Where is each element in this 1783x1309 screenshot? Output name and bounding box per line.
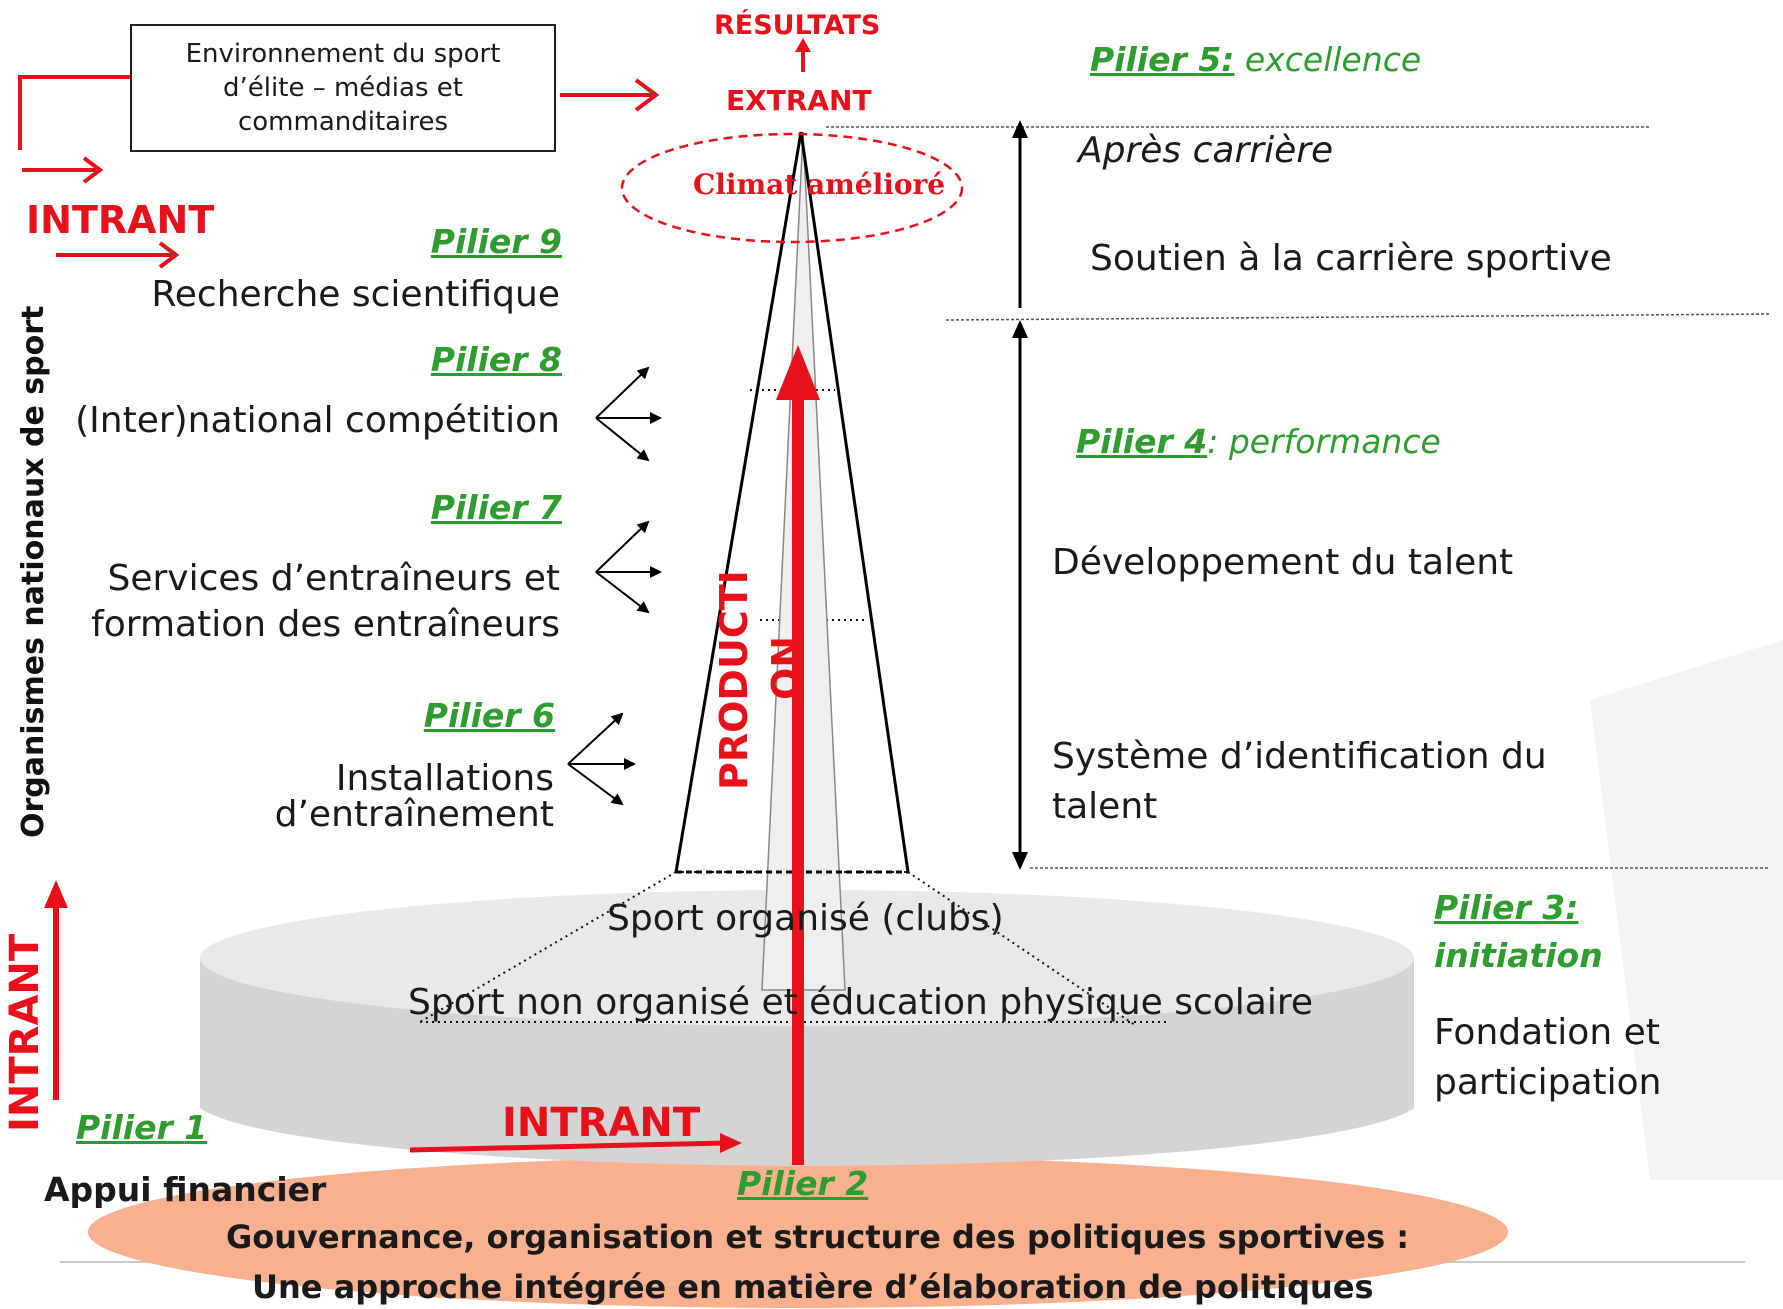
top-left-input-arrows	[18, 75, 180, 269]
pillar8-number: 8	[539, 340, 562, 379]
base-ellipse	[88, 1156, 1508, 1308]
pillar6-fan-arrows	[567, 712, 636, 806]
pillar2-number: 2	[845, 1164, 869, 1203]
pillar8-title: Pilier 8	[431, 340, 562, 379]
pillar4-number: 4	[1184, 422, 1208, 461]
pillar9-text: Recherche scientifique	[151, 274, 560, 315]
input-label-top: INTRANT	[26, 198, 215, 242]
pillar6-text-line2: d’entraînement	[274, 794, 554, 835]
pillar9-title: Pilier 9	[431, 222, 562, 261]
pillar6-number: 6	[532, 696, 555, 735]
pillar2-prefix: Pilier	[737, 1164, 846, 1203]
career-support-label: Soutien à la carrière sportive	[1090, 238, 1612, 279]
input-label-bottom: INTRANT	[502, 1100, 701, 1146]
pillar9-prefix: Pilier	[430, 222, 540, 261]
pillar5-title: Pilier 5: excellence	[1090, 40, 1421, 79]
pillar4-suffix: :	[1207, 422, 1219, 461]
pillar2-text-line2: Une approche intégrée en matière d’élabo…	[252, 1268, 1374, 1306]
after-career-label: Après carrière	[1078, 130, 1334, 171]
pillar1-number: 1	[184, 1108, 208, 1147]
pillar3-number: 3	[1542, 888, 1566, 927]
production-label-line2: ON	[764, 635, 808, 700]
pillar2-text-line1: Gouvernance, organisation et structure d…	[226, 1218, 1410, 1256]
pillar4-title: Pilier 4: performance	[1076, 422, 1441, 461]
pillar7-text-line1: Services d’entraîneurs et	[107, 558, 560, 599]
pillar3-suffix: :	[1565, 888, 1579, 927]
pillar7-text-line2: formation des entraîneurs	[91, 604, 560, 645]
pillar2-title: Pilier 2	[737, 1164, 868, 1203]
pillar5-suffix: :	[1221, 40, 1235, 79]
pillar3-prefix: Pilier	[1434, 888, 1543, 927]
pillar8-fan-arrows	[595, 366, 662, 462]
pillar4-prefix: Pilier	[1076, 422, 1185, 461]
pillar5-desc: excellence	[1234, 40, 1422, 79]
pillar5-prefix: Pilier	[1090, 40, 1199, 79]
pillar1-text: Appui financier	[44, 1170, 327, 1209]
pillar1-title: Pilier 1	[76, 1108, 207, 1147]
foundation-line1: Fondation et	[1434, 1012, 1660, 1053]
organized-sport-label: Sport organisé (clubs)	[607, 898, 1004, 939]
pillar6-text-line1: Installations	[335, 758, 554, 799]
talent-identification-line2: talent	[1052, 786, 1158, 827]
results-label: RÉSULTATS	[714, 10, 881, 41]
pillar7-prefix: Pilier	[430, 488, 540, 527]
production-arrow	[776, 345, 820, 1165]
pillar4-desc: performance	[1218, 422, 1441, 461]
environment-box: Environnement du sport d’élite – médias …	[130, 24, 556, 152]
production-label-line1: PRODUCTI	[712, 570, 756, 790]
talent-identification-line1: Système d’identification du	[1052, 736, 1547, 777]
pillar6-title: Pilier 6	[424, 696, 555, 735]
output-label: EXTRANT	[726, 84, 872, 117]
career-span-arrow	[1012, 120, 1028, 308]
pillar7-fan-arrows	[595, 520, 662, 614]
pillar1-prefix: Pilier	[76, 1108, 185, 1147]
output-to-results-arrow	[795, 38, 811, 72]
environment-box-text: Environnement du sport d’élite – médias …	[185, 39, 501, 137]
left-input-arrow	[44, 880, 68, 1100]
bottom-input-arrow	[409, 1133, 742, 1153]
pillar3-title: Pilier 3: initiation	[1434, 884, 1603, 980]
performance-span-arrow	[1012, 320, 1028, 870]
right-separators	[826, 126, 1771, 869]
pyramid	[674, 131, 910, 873]
pillar8-prefix: Pilier	[430, 340, 540, 379]
pillar6-prefix: Pilier	[423, 696, 533, 735]
unorganized-sport-label: Sport non organisé et éducation physique…	[408, 982, 1314, 1023]
talent-development-label: Développement du talent	[1052, 542, 1514, 583]
pillar8-text: (Inter)national compétition	[75, 400, 560, 441]
climate-label: Climat amélioré	[693, 168, 946, 201]
input-label-left: INTRANT	[2, 933, 48, 1132]
watermark-shape	[1590, 640, 1783, 1180]
organizations-label: Organismes nationaux de sport	[16, 305, 51, 838]
foundation-line2: participation	[1434, 1062, 1662, 1103]
pillar3-desc: initiation	[1434, 936, 1603, 975]
pillar7-title: Pilier 7	[431, 488, 562, 527]
climate-ellipse	[620, 132, 964, 244]
pillar5-number: 5	[1198, 40, 1222, 79]
pillar7-number: 7	[539, 488, 562, 527]
environment-arrow	[560, 78, 660, 112]
pillar9-number: 9	[539, 222, 562, 261]
